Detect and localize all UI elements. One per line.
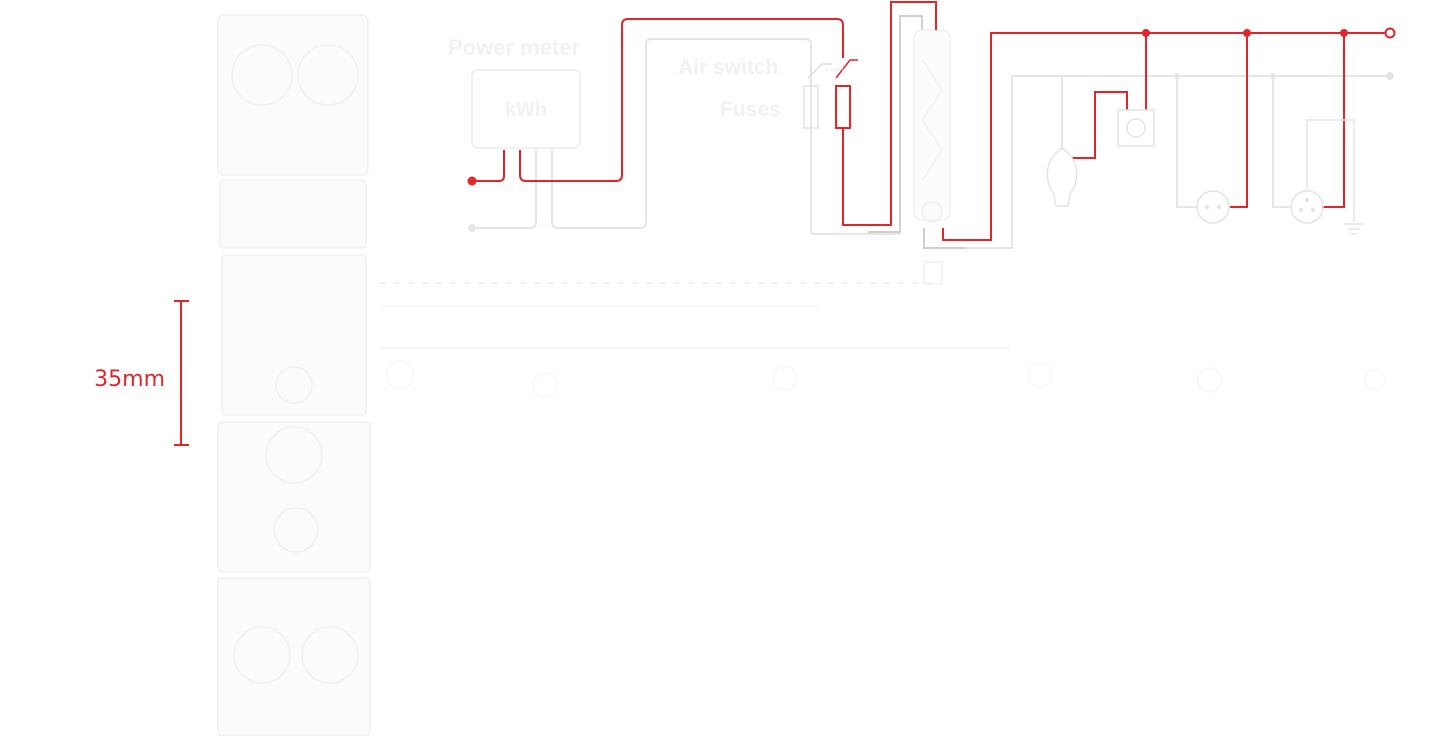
live-bus	[942, 32, 1390, 241]
live-wire-meter-out	[519, 18, 844, 182]
ghost-icon-6	[1364, 369, 1386, 391]
module-label-strip	[219, 179, 367, 249]
live-bus-end	[1384, 27, 1396, 39]
socket-outlet-pin-left	[1204, 204, 1210, 210]
socket-outlet	[1196, 190, 1230, 224]
fuse-neutral	[803, 85, 819, 129]
earthed-socket-pin-earth	[1304, 197, 1310, 203]
neutral-to-socket-2	[1272, 76, 1292, 208]
return-wire-a	[868, 15, 923, 233]
neutral-wire-meter-in	[472, 150, 537, 229]
module-lower-dial	[265, 426, 323, 484]
ghost-icon-row	[385, 360, 1386, 398]
terminal-block	[913, 29, 951, 285]
module-lower-dial-2	[273, 507, 319, 553]
ghost-icon-2	[532, 372, 558, 398]
rail-guides	[380, 282, 1010, 349]
power-meter-box	[471, 69, 581, 149]
terminal-return-wires	[868, 15, 966, 249]
module-middle	[221, 254, 367, 416]
module-bottom-dial-right	[301, 626, 359, 684]
live-wire-fuse-to-terminal	[842, 1, 937, 226]
terminal-screw	[921, 201, 943, 223]
ghost-icon-5	[1197, 367, 1223, 393]
module-top-dial-left	[231, 44, 293, 106]
air-switch	[807, 59, 858, 79]
air-switch-label: Air switch	[678, 56, 778, 79]
fuses-label: Fuses	[720, 98, 781, 121]
neutral-to-socket-1	[1176, 76, 1198, 208]
module-lower	[217, 421, 371, 573]
kwh-label: kWh	[505, 99, 547, 121]
light-bulb	[1046, 147, 1078, 207]
switch-to-bulb	[1072, 91, 1128, 159]
terminal-base	[923, 261, 943, 285]
wall-switch	[1117, 109, 1155, 147]
din-rail-module-stack	[217, 14, 371, 737]
module-top-dial-right	[297, 44, 359, 106]
module-bottom-dial-left	[233, 626, 291, 684]
live-to-socket-2	[1322, 33, 1345, 208]
earthed-socket-pin-left	[1298, 207, 1304, 213]
light-bulb-icon	[1046, 147, 1078, 207]
module-bottom	[217, 577, 371, 737]
ghost-icon-4	[1027, 362, 1053, 388]
module-middle-dial	[275, 366, 313, 404]
fuse-live	[835, 85, 851, 129]
ghost-icon-1	[385, 360, 415, 390]
air-switch-contact-neutral	[807, 63, 832, 79]
ghost-icon-3	[772, 365, 798, 391]
socket-outlet-icon	[1196, 190, 1230, 224]
air-switch-contact-live	[835, 59, 858, 79]
earthed-socket-pin-right	[1310, 207, 1316, 213]
neutral-wire-meter-out	[551, 38, 900, 235]
dimension-marker: 35mm	[94, 300, 189, 446]
power-meter-label: Power meter	[448, 35, 580, 60]
wall-switch-plate	[1117, 109, 1155, 147]
live-wiring	[467, 1, 1396, 241]
live-to-socket-1	[1230, 33, 1248, 208]
wall-switch-button	[1126, 118, 1146, 138]
power-meter: Power meter kWh	[448, 35, 581, 149]
ground	[1344, 223, 1364, 235]
terminal-block-body	[913, 29, 951, 221]
neutral-bus-end	[1386, 72, 1394, 80]
terminal-block-pattern	[921, 59, 943, 181]
return-wire-b	[923, 228, 966, 249]
dimension-label: 35mm	[94, 367, 165, 392]
earth-wire	[1306, 119, 1355, 222]
earthed-socket-icon	[1290, 190, 1324, 224]
neutral-bus-drop	[942, 76, 1013, 249]
earthed-socket-outlet	[1290, 119, 1355, 224]
live-wire-meter-in	[472, 150, 505, 182]
module-top	[217, 14, 369, 176]
socket-outlet-pin-right	[1216, 204, 1222, 210]
